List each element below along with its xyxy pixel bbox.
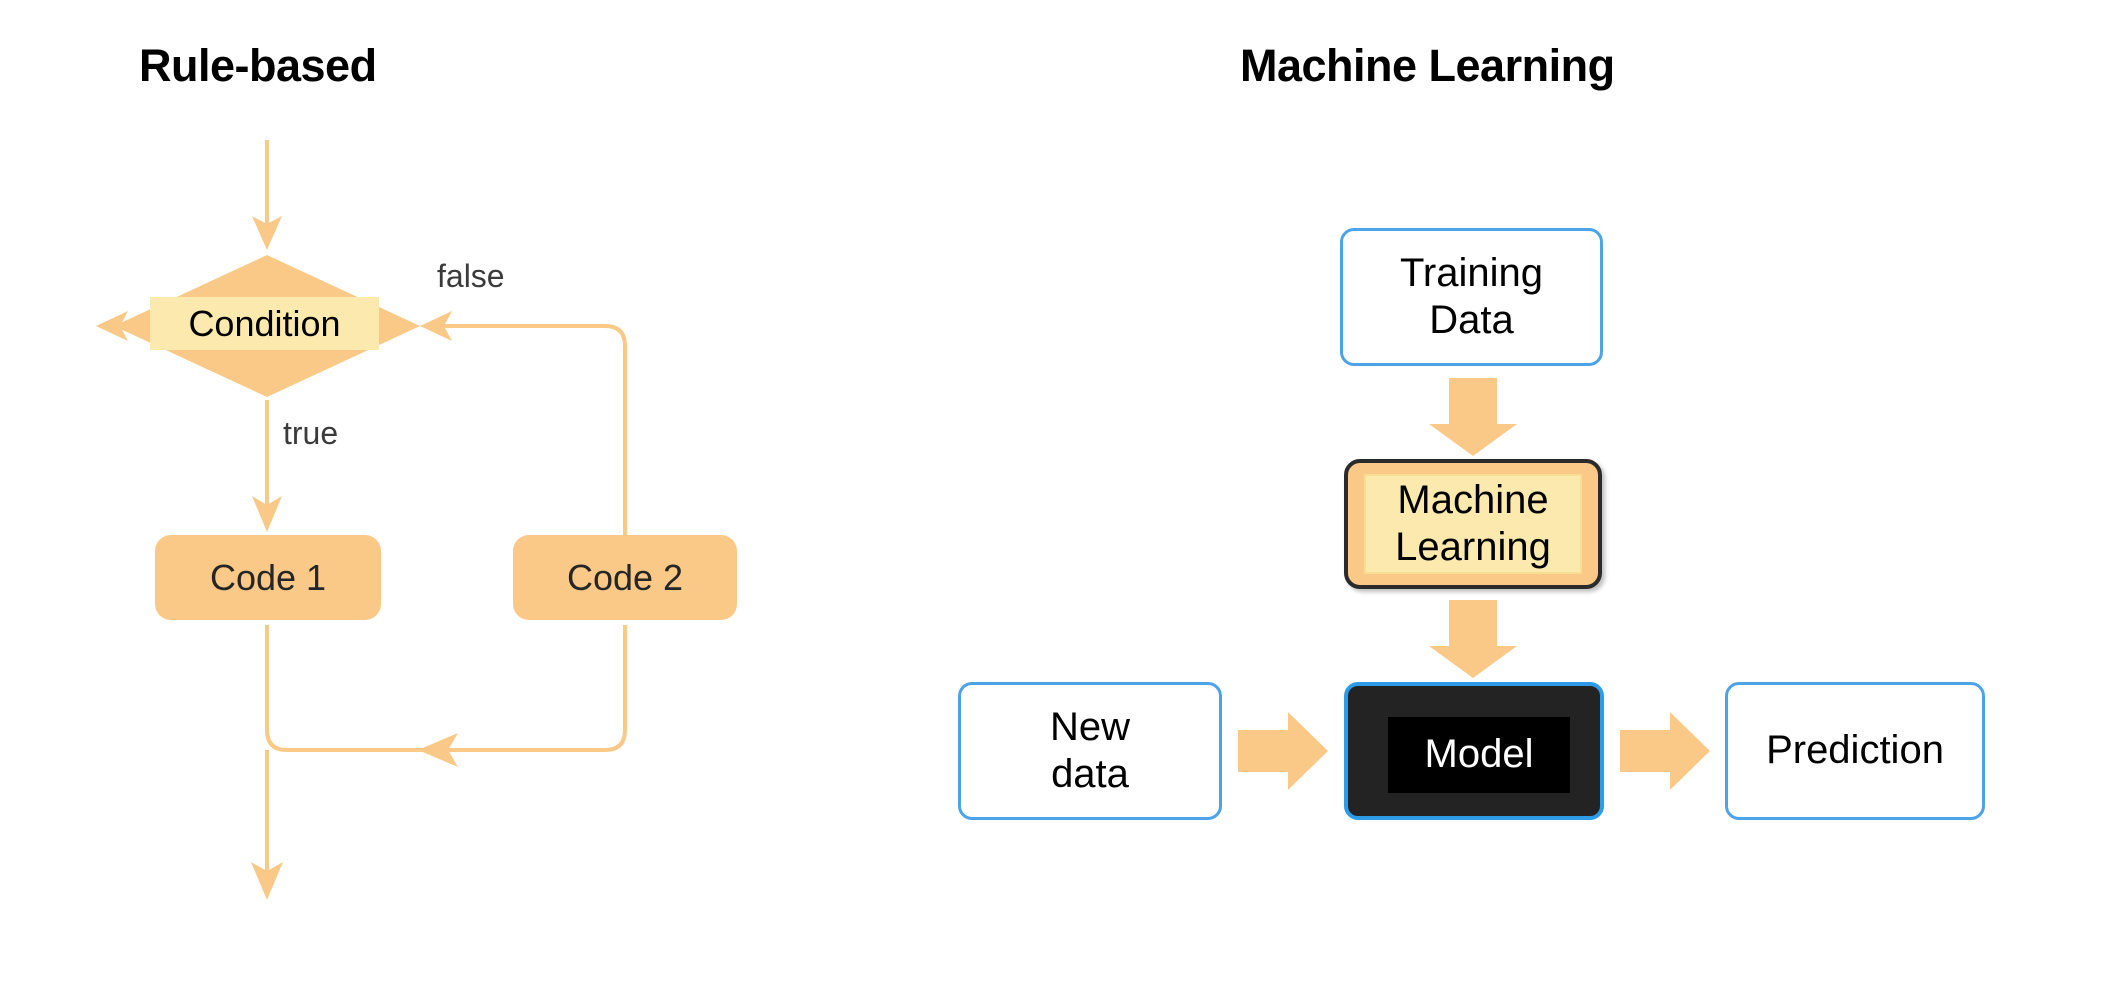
block-arrow-down-ml-to-model-icon <box>1429 600 1517 678</box>
ml-line-2: Learning <box>1395 525 1551 569</box>
model-inner-screen: Model <box>1388 717 1570 793</box>
model-label: Model <box>1424 732 1534 777</box>
code-box-1[interactable]: Code 1 <box>155 535 381 620</box>
condition-label: Condition <box>150 297 379 350</box>
box-machine-learning[interactable]: Machine Learning <box>1344 459 1602 589</box>
training-data-line-2: Data <box>1429 298 1514 342</box>
ml-line-1: Machine <box>1397 477 1549 522</box>
prediction-label: Prediction <box>1766 728 1944 773</box>
diamond-left-tip-arrow <box>96 311 128 341</box>
box-model[interactable]: Model <box>1344 682 1604 820</box>
box-training-data[interactable]: Training Data <box>1340 228 1603 366</box>
edge-label-false: false <box>437 258 505 294</box>
page-title-rule-based: Rule-based <box>139 40 377 91</box>
page-title-machine-learning: Machine Learning <box>1240 40 1615 91</box>
true-arrow-down-icon <box>252 400 282 532</box>
ml-inner-highlight: Machine Learning <box>1364 474 1582 574</box>
new-data-line-2: data <box>1051 752 1129 796</box>
block-arrow-right-newdata-to-model-icon <box>1238 712 1328 790</box>
box-new-data[interactable]: New data <box>958 682 1222 820</box>
entry-arrow-down-icon <box>252 140 282 250</box>
edge-label-true: true <box>283 415 339 451</box>
false-path-connector <box>420 311 627 535</box>
block-arrow-right-model-to-prediction-icon <box>1620 712 1710 790</box>
code2-merge-connector <box>418 625 627 767</box>
new-data-line-1: New <box>1049 704 1131 749</box>
training-data-line-1: Training <box>1399 250 1544 295</box>
code-box-2[interactable]: Code 2 <box>513 535 737 620</box>
code1-exit-connector <box>251 625 425 900</box>
block-arrow-down-training-to-ml-icon <box>1429 378 1517 456</box>
box-prediction[interactable]: Prediction <box>1725 682 1985 820</box>
